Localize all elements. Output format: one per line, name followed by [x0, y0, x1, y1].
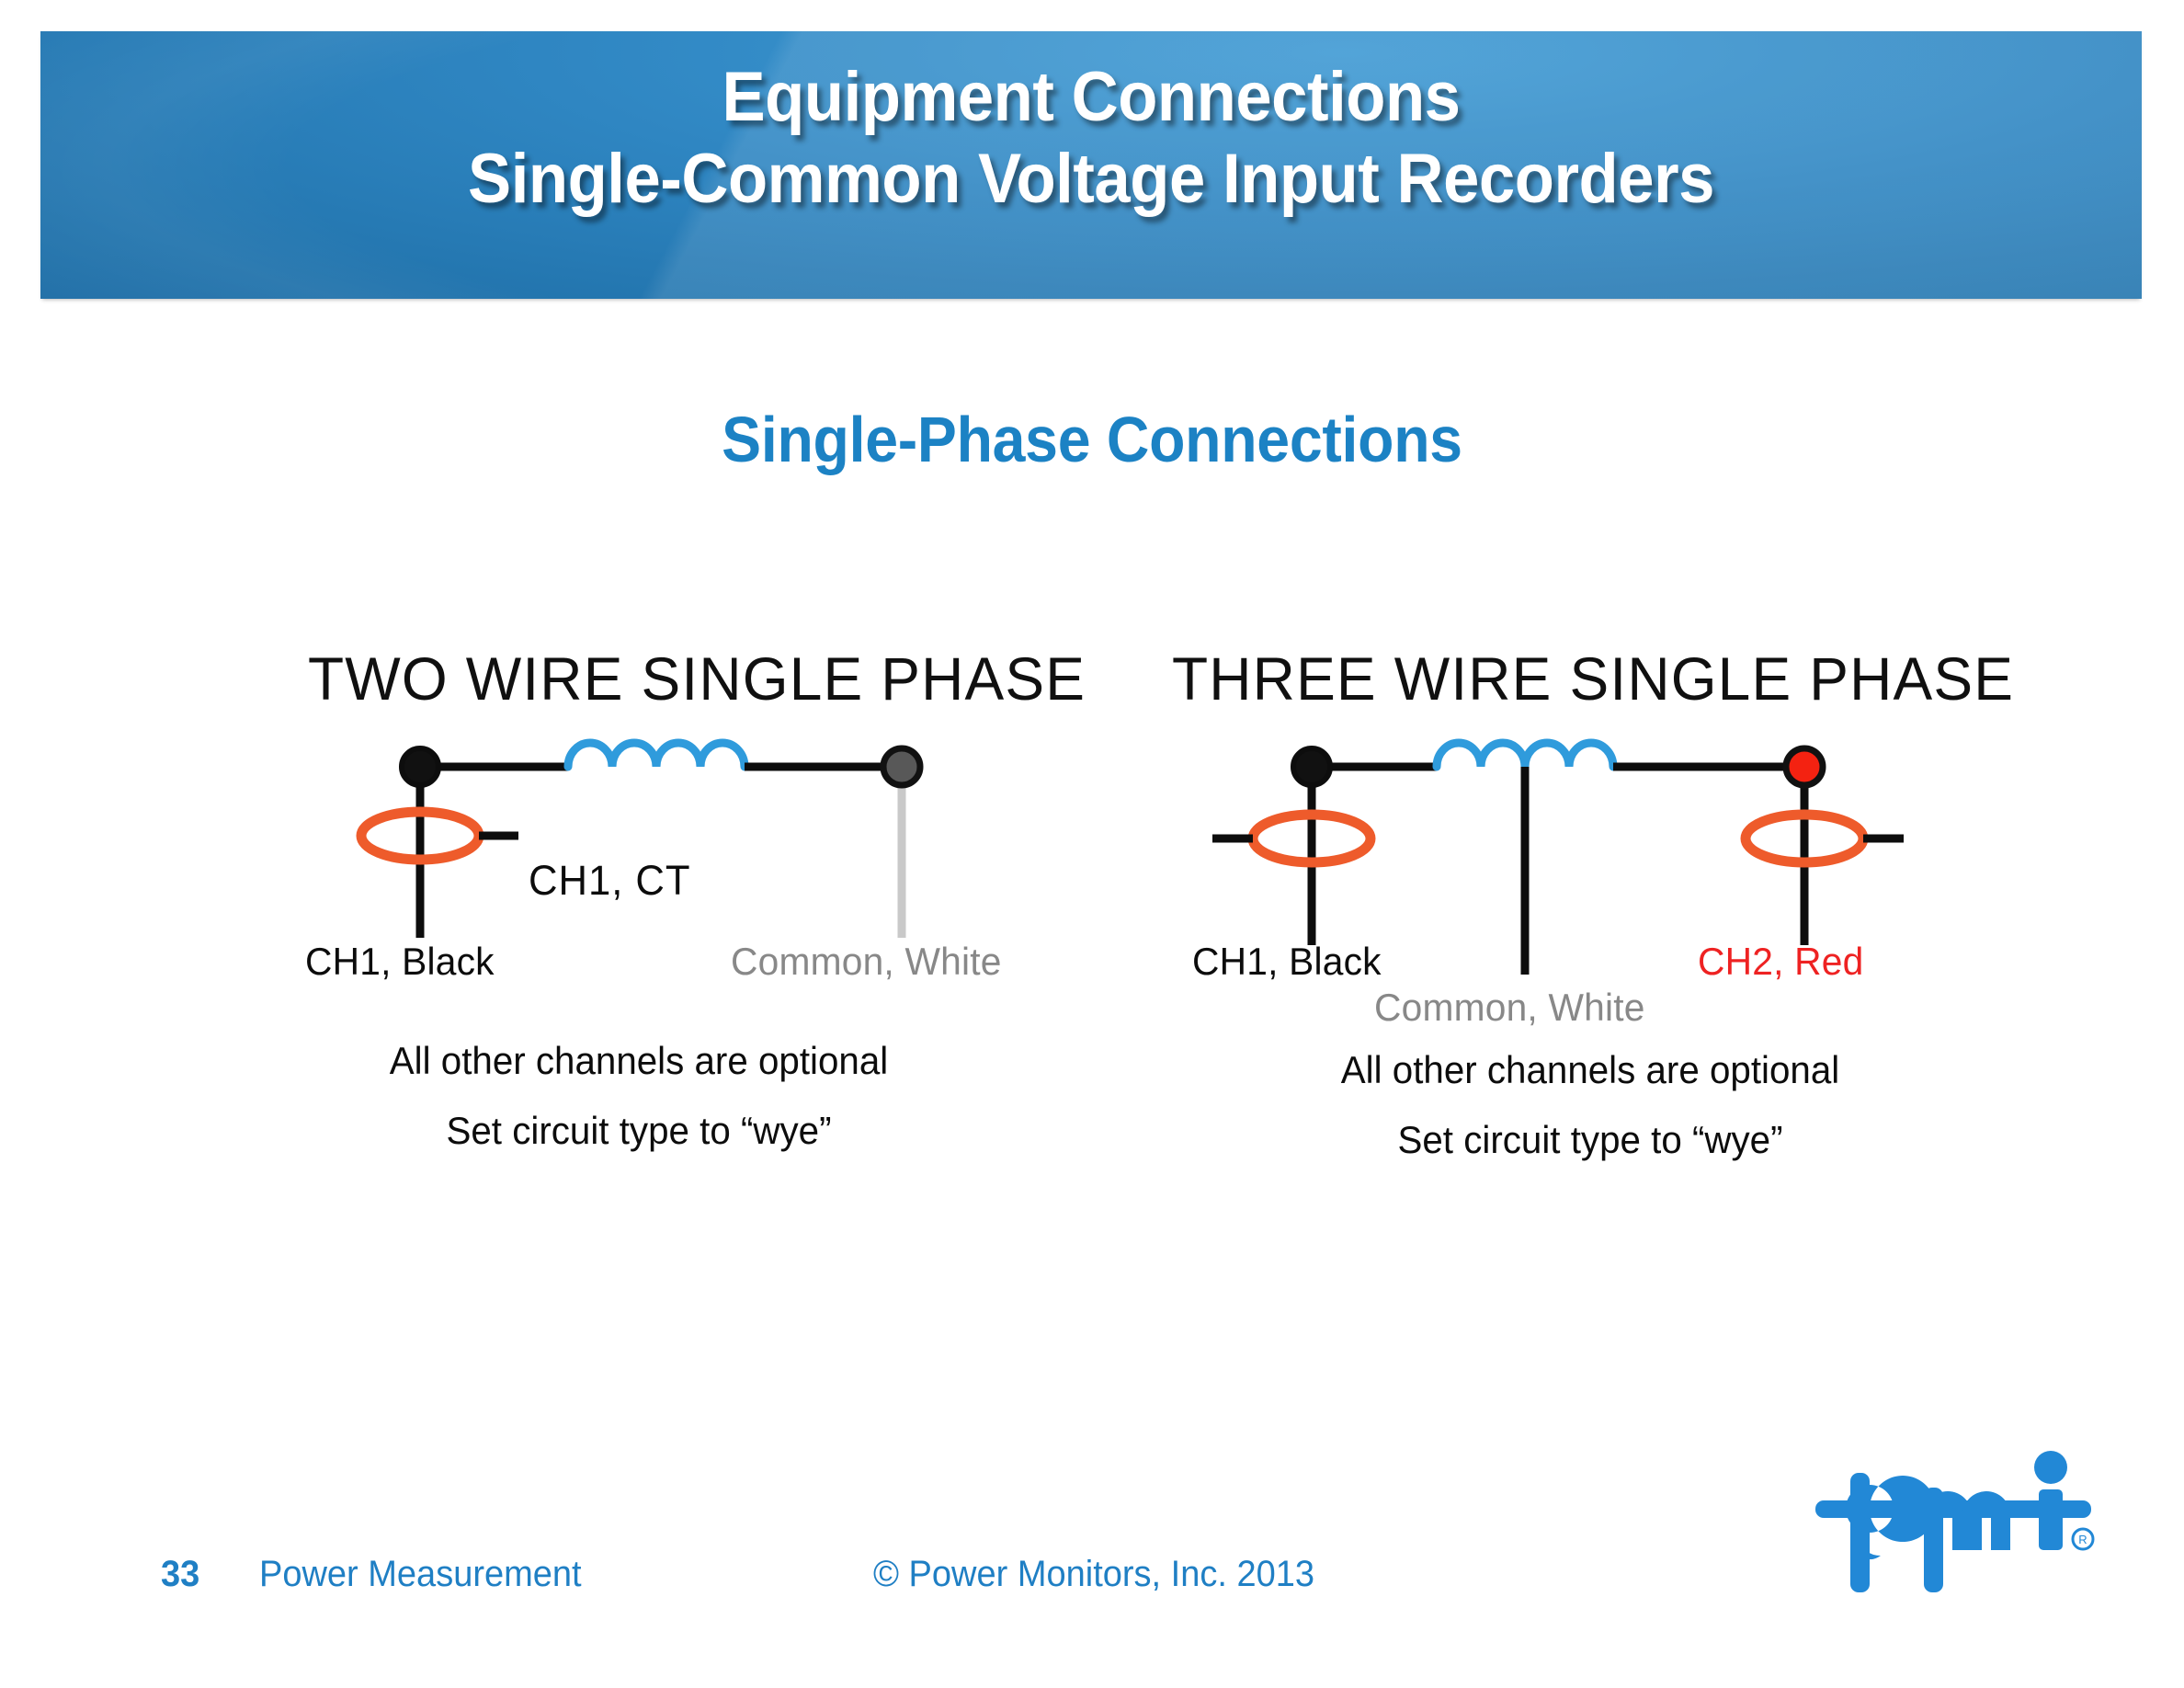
pmi-logo-mark: R	[1815, 1451, 2095, 1592]
note-optional-channels-three-wire: All other channels are optional	[1340, 1048, 1840, 1091]
slide-title-block: Equipment Connections Single-Common Volt…	[40, 57, 2142, 221]
slide-title-line-2: Single-Common Voltage Input Recorders	[468, 139, 1714, 218]
three-wire-circuit-drawing	[1212, 738, 1904, 975]
terminal-label-common: Common, White	[1374, 986, 1645, 1029]
note-circuit-type-three-wire: Set circuit type to “wye”	[1397, 1118, 1783, 1161]
terminal-label-ch1: CH1, Black	[1192, 940, 1382, 983]
logo-letter-m-arch-2	[1962, 1491, 2010, 1550]
logo-letter-i-stem	[2039, 1489, 2063, 1550]
logo-letter-i-dot	[2034, 1451, 2067, 1484]
terminal-label-ch1: CH1, Black	[305, 940, 495, 983]
two-wire-circuit-drawing	[356, 738, 924, 938]
inductor-coil	[1432, 738, 1618, 771]
terminal-dot-ch1	[1291, 746, 1333, 788]
footer-deck-name: Power Measurement	[259, 1554, 582, 1594]
note-optional-channels-two-wire: All other channels are optional	[389, 1039, 889, 1082]
pmi-logo: R	[1815, 1443, 2128, 1614]
slide-header-banner: Equipment Connections Single-Common Volt…	[40, 31, 2142, 299]
ct-label-ch1: CH1, CT	[529, 857, 691, 904]
inductor-coil	[563, 738, 749, 771]
section-subtitle: Single-Phase Connections	[722, 404, 1462, 475]
slide-footer: 33 Power Measurement © Power Monitors, I…	[0, 1554, 2184, 1609]
terminal-dot-ch1	[399, 746, 441, 788]
terminal-dot-common	[880, 745, 924, 789]
logo-registered-glyph: R	[2078, 1533, 2087, 1546]
logo-letter-p-hook	[1859, 1535, 1881, 1560]
logo-registered-trademark	[2071, 1527, 2095, 1551]
note-circuit-type-two-wire: Set circuit type to “wye”	[446, 1109, 832, 1152]
slide-title-line-1: Equipment Connections	[722, 58, 1461, 136]
terminal-dot-ch2	[1782, 745, 1826, 789]
diagram-title-three-wire: THREE WIRE SINGLE PHASE	[1172, 644, 2015, 713]
terminal-label-ch2: CH2, Red	[1698, 940, 1864, 983]
footer-page-number: 33	[161, 1554, 200, 1594]
terminal-label-common: Common, White	[731, 940, 1002, 983]
logo-letter-p-bowl	[1846, 1476, 1936, 1543]
logo-letter-m-arch-1	[1924, 1491, 1972, 1550]
diagram-title-two-wire: TWO WIRE SINGLE PHASE	[308, 644, 1086, 713]
footer-copyright: © Power Monitors, Inc. 2013	[873, 1554, 1315, 1594]
